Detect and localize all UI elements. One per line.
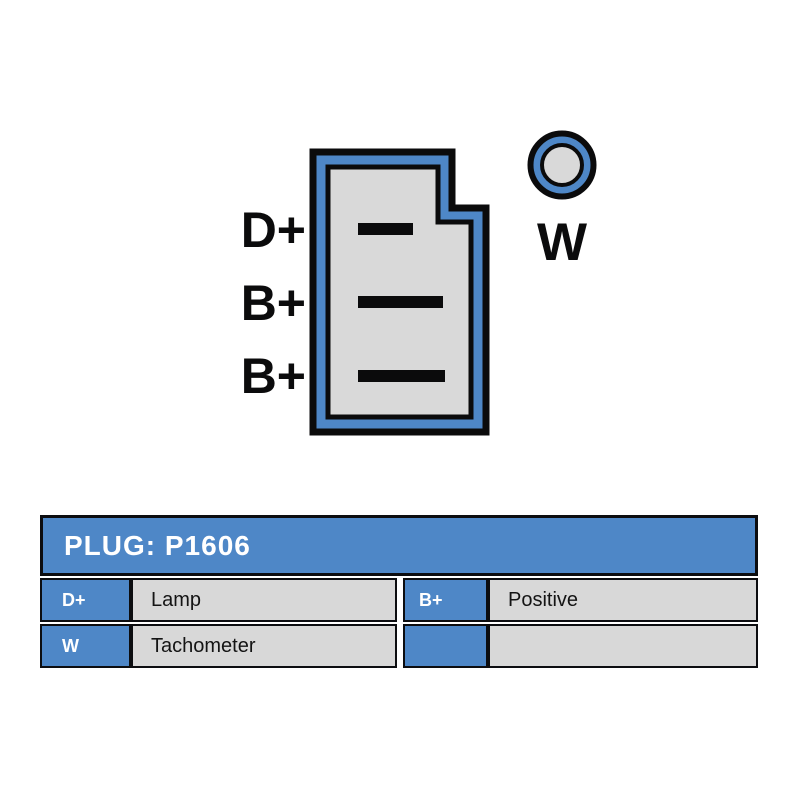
plug-pinout-diagram: D+ B+ B+ W bbox=[241, 130, 597, 436]
desc-cell-lamp: Lamp bbox=[131, 578, 397, 622]
pin-label-dplus: D+ bbox=[241, 202, 306, 258]
term-cell-bplus: B+ bbox=[403, 578, 488, 622]
desc-cell-positive: Positive bbox=[488, 578, 758, 622]
term-cell-empty bbox=[403, 624, 488, 668]
terminal-bar-dplus bbox=[358, 223, 413, 235]
desc-cell-empty bbox=[488, 624, 758, 668]
desc-cell-tachometer: Tachometer bbox=[131, 624, 397, 668]
terminal-bar-bplus-2 bbox=[358, 370, 445, 382]
plug-table-body: D+ Lamp B+ Positive W Tachometer bbox=[40, 578, 758, 668]
plug-table-title: PLUG: P1606 bbox=[64, 529, 251, 561]
term-cell-w: W bbox=[40, 624, 131, 668]
w-terminal-center bbox=[540, 143, 584, 187]
plug-table: PLUG: P1606 D+ Lamp B+ Positive W Tachom… bbox=[40, 515, 758, 668]
w-terminal-label: W bbox=[537, 213, 587, 272]
term-cell-dplus: D+ bbox=[40, 578, 131, 622]
terminal-bar-bplus-1 bbox=[358, 296, 443, 308]
pin-label-bplus-2: B+ bbox=[241, 348, 306, 404]
plug-table-header: PLUG: P1606 bbox=[40, 515, 758, 576]
pin-label-bplus-1: B+ bbox=[241, 275, 306, 331]
